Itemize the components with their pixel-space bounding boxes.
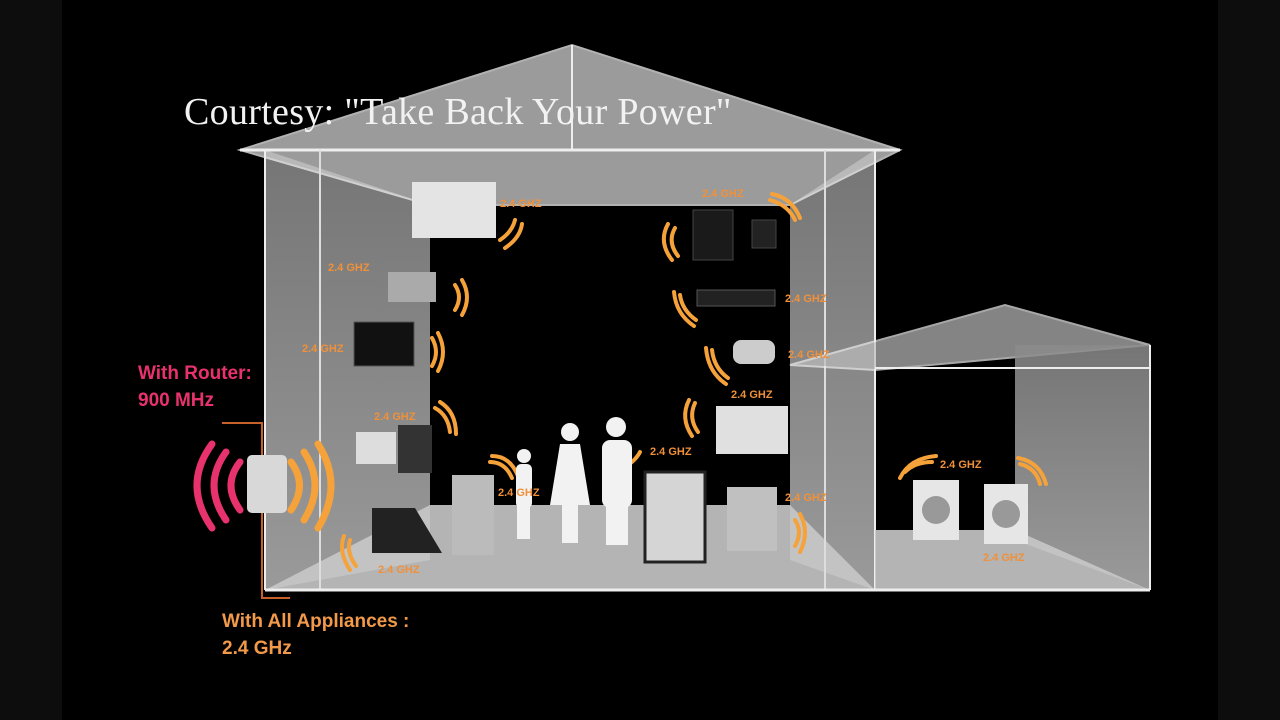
ghz-label-furnace: 2.4 GHZ: [498, 487, 540, 499]
left-wall: [265, 150, 430, 590]
router-label-line1: With Router:: [138, 363, 252, 384]
courtesy-title: Courtesy: "Take Back Your Power": [184, 91, 732, 133]
ghz-label-microwave: 2.4 GHZ: [731, 389, 773, 401]
appliance-waves: [340, 192, 1048, 572]
annex-floor: [875, 530, 1150, 590]
family-silhouettes: [516, 417, 632, 545]
router-label-line2: 900 MHz: [138, 390, 215, 411]
printer: [388, 272, 436, 302]
ghz-label-coffee-maker: 2.4 GHZ: [702, 188, 744, 200]
router-2.4ghz-waves: [287, 440, 335, 532]
appliances-label-line2: 2.4 GHz: [222, 638, 292, 659]
microwave: [716, 406, 788, 454]
ghz-label-printer: 2.4 GHZ: [328, 262, 370, 274]
ghz-label-laptop: 2.4 GHZ: [378, 564, 420, 576]
appliances-label-line1: With All Appliances :: [222, 611, 410, 632]
ghz-label-air-conditioner: 2.4 GHZ: [500, 198, 542, 210]
dishwasher: [727, 487, 777, 551]
ghz-label-refrigerator: 2.4 GHZ: [650, 446, 692, 458]
router: [247, 455, 287, 513]
router-frequency-label: With Router: 900 MHz: [138, 360, 252, 414]
laptop: [372, 508, 442, 553]
television: [353, 321, 415, 367]
computer-tower: [398, 425, 432, 473]
ghz-label-dishwasher: 2.4 GHZ: [785, 492, 827, 504]
ghz-label-computer: 2.4 GHZ: [374, 411, 416, 423]
furnace: [452, 475, 494, 555]
coffee-maker: [692, 209, 734, 261]
phone: [751, 219, 777, 249]
dvd-player: [696, 289, 776, 307]
ghz-label-dvd-player: 2.4 GHZ: [785, 293, 827, 305]
air-conditioner: [412, 182, 496, 238]
desktop-computer: [356, 432, 396, 464]
router-900mhz-waves: [193, 440, 244, 532]
ghz-label-alarm-clock: 2.4 GHZ: [788, 349, 830, 361]
roof: [236, 43, 903, 206]
ghz-label-washer-1: 2.4 GHZ: [940, 459, 982, 471]
alarm-clock: [733, 340, 775, 364]
ghz-label-television: 2.4 GHZ: [302, 343, 344, 355]
ghz-label-washer-2: 2.4 GHZ: [983, 552, 1025, 564]
refrigerator: [643, 470, 707, 564]
annex-right-wall: [1015, 345, 1150, 590]
right-wall: [790, 150, 875, 590]
right-letterbox: [1218, 0, 1280, 720]
appliances-frequency-label: With All Appliances : 2.4 GHz: [222, 608, 409, 662]
left-letterbox: [0, 0, 62, 720]
